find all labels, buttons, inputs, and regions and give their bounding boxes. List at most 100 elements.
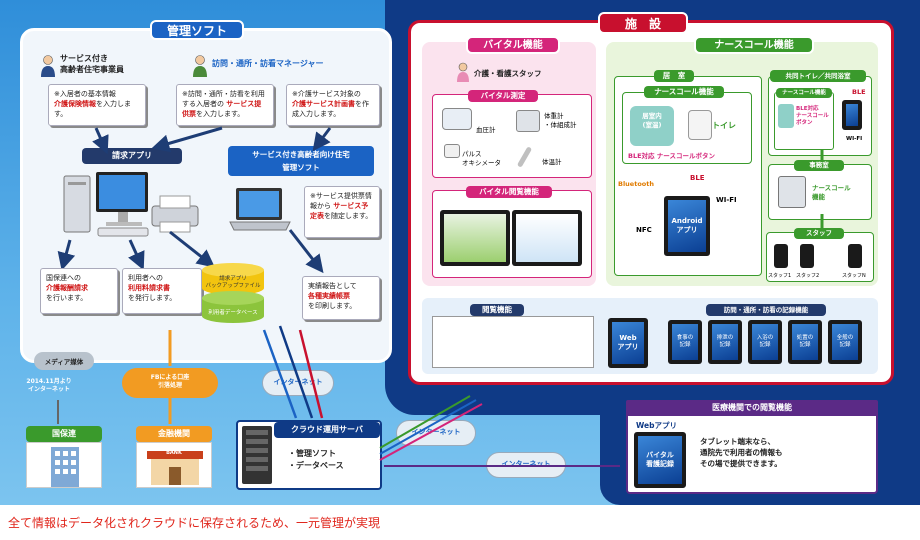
server-rack-icon: [242, 426, 272, 484]
housing-soft-label: サービス付き高齢者向け住宅 管理ソフト: [228, 146, 374, 176]
note-user-bill-b: 利用料請求書: [128, 284, 170, 292]
bp-monitor-icon: [442, 108, 472, 130]
record-label: 全般の 記録: [832, 324, 858, 360]
fb-cloud: [122, 368, 218, 398]
browse-label: 閲覧機能: [470, 304, 524, 316]
internet-cloud-2: [396, 420, 476, 446]
manager-person-icon: [192, 55, 208, 77]
staff-label: スタッフ: [794, 228, 844, 239]
wifi-label: WI-FI: [716, 196, 737, 204]
vital-measure-label: バイタル測定: [468, 90, 538, 102]
facility-title: 施 設: [598, 12, 688, 34]
staff-phone-n: [848, 244, 862, 268]
note-report-b: 各種実績帳票: [308, 292, 350, 300]
note-kokuho-claim-a: 国保連への: [46, 274, 81, 282]
note-report-c: を印刷します。: [308, 302, 357, 310]
toilet-button-icon: [688, 110, 712, 140]
record-tablet: 排泄の 記録: [708, 320, 742, 364]
db-top-label: 請求アプリ バックアップファイル: [205, 276, 261, 289]
mgmt-arrows: [57, 126, 332, 274]
media-date-label: 2014.11月より インターネット: [26, 378, 72, 393]
desktop-pc-icon: [62, 170, 158, 240]
internet-label-1: インターネット: [273, 378, 323, 386]
room-in-icon: [630, 106, 674, 146]
wifi2-label: WI-FI: [846, 136, 863, 142]
room-in-label: 居室内 (室温): [642, 112, 662, 129]
internet-label-2: インターネット: [411, 428, 461, 436]
web-app-tablet: Web アプリ: [608, 318, 648, 368]
vital-record-label: バイタル 看護記録: [638, 436, 682, 484]
staff-phone-1: [774, 244, 788, 268]
note-basic-info-a: ※入居者の基本情報: [54, 90, 116, 98]
caption: 全て情報はデータ化されクラウドに保存されるため、一元管理が実現: [8, 516, 381, 530]
shared-label: 共同トイレ／共同浴室: [770, 70, 866, 82]
record-list: 食事の 記録排泄の 記録入浴の 記録処置の 記録全般の 記録: [668, 320, 868, 368]
note-user-bill-a: 利用者への: [128, 274, 163, 282]
laptop-icon: [228, 186, 292, 234]
record-label: 訪問・通所・訪看の記録機能: [706, 304, 826, 316]
office-label: 事務室: [794, 160, 844, 171]
server-items: ・管理ソフト ・データベース: [288, 449, 344, 470]
oximeter-icon: [444, 144, 460, 158]
web-app-label: Web アプリ: [612, 322, 644, 364]
finance-label: 金融機関: [136, 426, 212, 442]
note-service-ticket-b: サービス提供票: [182, 100, 262, 118]
thermo2-label: 体温計: [542, 158, 562, 166]
note-user-bill-c: を発行します。: [128, 294, 177, 302]
mgmt-title: 管理ソフト: [150, 20, 244, 40]
care-staff-icon: [456, 62, 470, 82]
record-label: 排泄の 記録: [712, 324, 738, 360]
nurse-machine-label: ナースコール 機能: [812, 184, 851, 201]
record-label: 処置の 記録: [792, 324, 818, 360]
thermo1-label: 体重計 ・体組成計: [544, 112, 577, 129]
note-care-plan: ※介護サービス対象の 介護サービス計画書を作成入力します。: [286, 84, 380, 126]
bluetooth-label: Bluetooth: [618, 180, 654, 188]
vital-title: バイタル機能: [466, 36, 560, 54]
kokuho-building-icon: [26, 442, 102, 488]
toilet-label: トイレ: [712, 121, 736, 130]
server-label: クラウド運用サーバ: [274, 422, 380, 438]
note-basic-info-c: を入力します。: [54, 100, 131, 118]
note-schedule: ※サービス提供票情報から サービス予定表を随定します。: [304, 186, 380, 238]
note-care-plan-c: を作成入力します。: [292, 100, 369, 118]
vital-browse-label: バイタル閲覧機能: [466, 186, 552, 198]
note-service-ticket-a: ※訪問・通所・訪看を利用する入居者の: [182, 90, 265, 108]
shared-nurse-label: ナースコール機能: [776, 88, 832, 98]
note-kokuho-claim: 国保連への 介護報酬請求 を行います。: [40, 268, 118, 314]
record-tablet: 処置の 記録: [788, 320, 822, 364]
note-care-plan-a: ※介護サービス対象の: [292, 90, 361, 98]
record-tablet: 食事の 記録: [668, 320, 702, 364]
database-icon: [198, 262, 268, 326]
staff-person-icon: [40, 55, 56, 77]
note-kokuho-claim-c: を行います。: [46, 294, 88, 302]
bp-label: 血圧計: [476, 126, 496, 134]
pulse-label: パルス オキシメータ: [462, 150, 501, 167]
shared-phone: [842, 100, 862, 130]
printer-icon: [150, 194, 200, 234]
note-care-plan-b: 介護サービス計画書: [292, 100, 355, 108]
internet-label-3: インターネット: [501, 460, 551, 468]
staff2-label: 訪問・通所・訪看マネージャー: [212, 59, 324, 68]
note-service-ticket: ※訪問・通所・訪看を利用する入居者の サービス提供票を入力します。: [176, 84, 274, 126]
android-app-label: Android アプリ: [668, 200, 706, 252]
room-label: 居 室: [654, 70, 694, 82]
care-staff-label: 介護・看護スタッフ: [474, 69, 542, 78]
note-basic-info: ※入居者の基本情報 介護保険情報を入力します。: [48, 84, 146, 126]
kokuho-label: 国保連: [26, 426, 102, 442]
note-report-a: 実績報告として: [308, 282, 357, 290]
ble2-label: BLE: [852, 88, 866, 96]
note-schedule-a: ※サービス提供票情報から: [310, 192, 372, 210]
note-basic-info-b: 介護保険情報: [54, 100, 96, 108]
ble-label: BLE: [690, 174, 705, 182]
medical-title: 医療機関での閲覧機能: [626, 400, 878, 416]
medical-tablet: バイタル 看護記録: [634, 432, 686, 488]
web-app2-label: Webアプリ: [636, 421, 677, 430]
note-user-bill: 利用者への 利用料請求書 を発行します。: [122, 268, 202, 314]
browse-table: [432, 316, 594, 368]
office-pc-icon: [778, 176, 806, 208]
fb-label: FBによる口座 引落処理: [150, 374, 190, 389]
record-label: 食事の 記録: [672, 324, 698, 360]
staff-phone-2: [800, 244, 814, 268]
note-service-ticket-c: を入力します。: [196, 110, 245, 118]
